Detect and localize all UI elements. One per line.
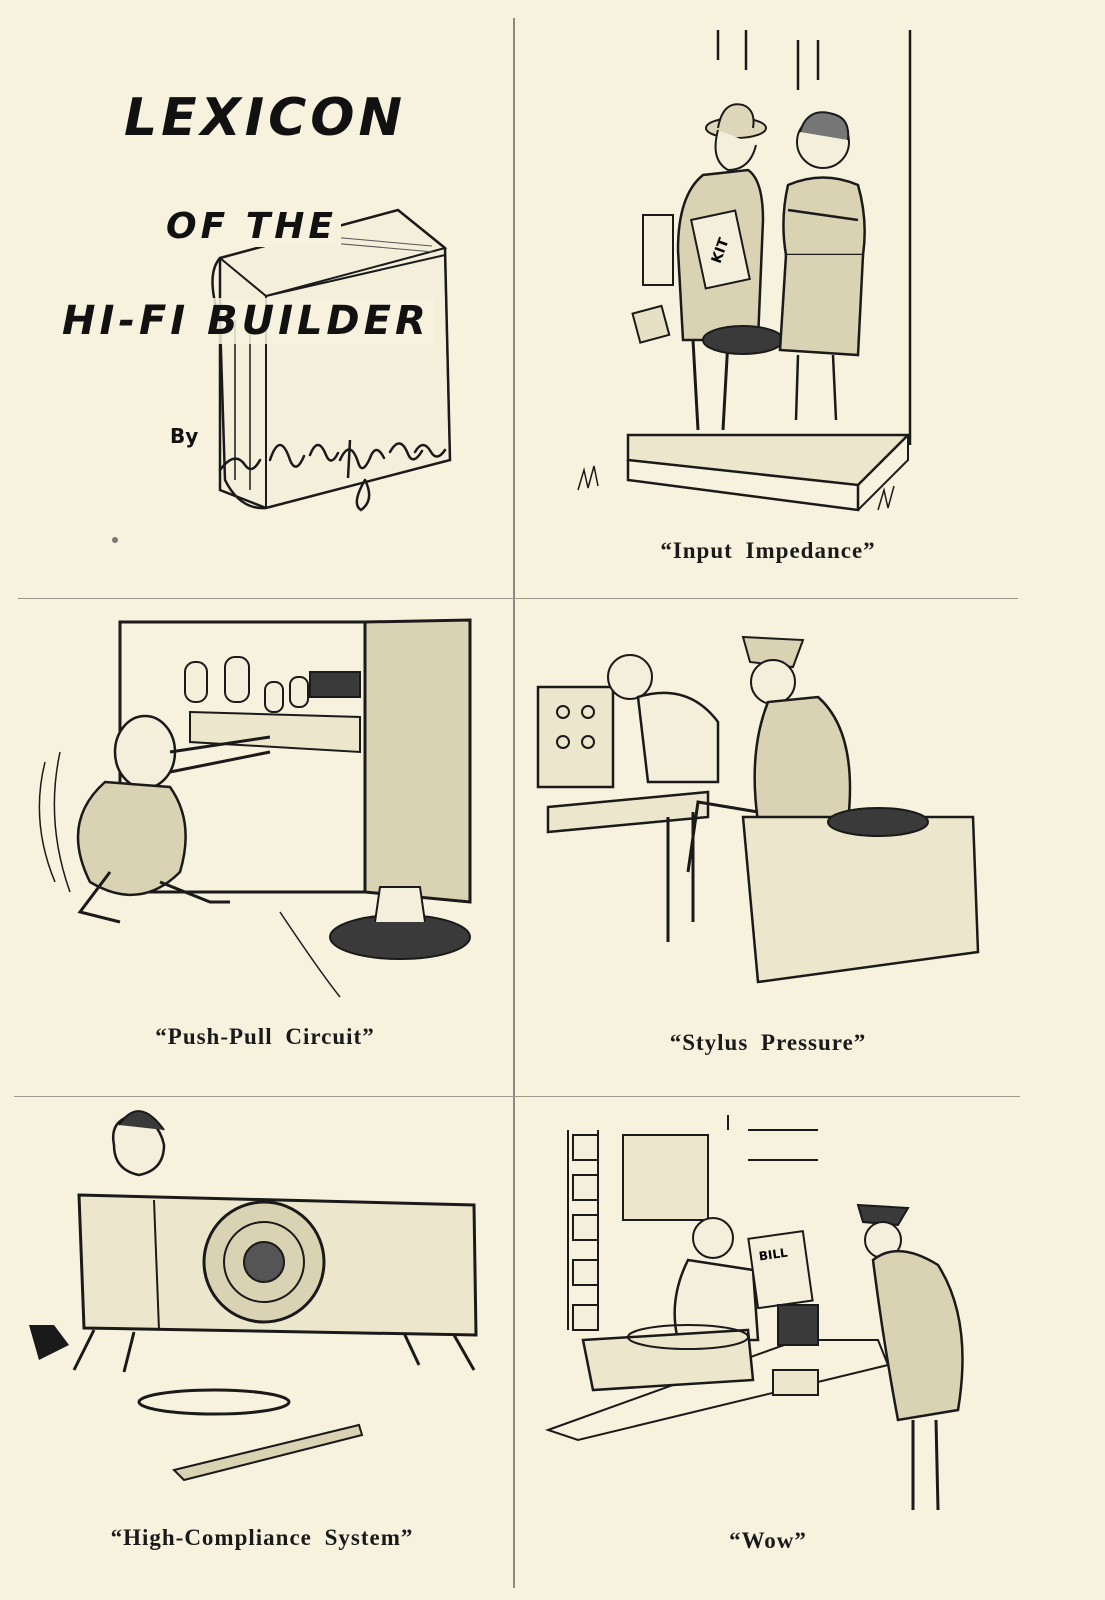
title-hifi-builder: HI-FI BUILDER [58, 298, 434, 344]
title-of-the: OF THE [162, 206, 342, 247]
cartoon-workbench-illustration [536, 635, 980, 984]
cartoon-panel-push-pull-circuit: “Push-Pull Circuit” [20, 602, 510, 1092]
caption-push-pull: “Push-Pull Circuit” [155, 1024, 375, 1049]
horizontal-divider-top [18, 598, 1018, 600]
cartoon-amplifier-illustration [38, 618, 472, 998]
caption-wow: “Wow” [729, 1528, 807, 1553]
byline-by: By [170, 424, 199, 448]
cartoon-repair-shop-illustration: BILL [544, 1115, 964, 1511]
cartoon-panel-stylus-pressure: “Stylus Pressure” [518, 602, 1018, 1092]
caption-input-impedance: “Input Impedance” [660, 538, 876, 563]
book-illustration [112, 208, 452, 543]
bill-label: BILL [758, 1246, 789, 1264]
cartoon-panel-wow: BILL “Wow” [518, 1100, 1018, 1590]
cartoon-doorstep-illustration: KIT [577, 30, 912, 512]
horizontal-divider-bottom [14, 1096, 1020, 1098]
caption-stylus-pressure: “Stylus Pressure” [669, 1030, 867, 1055]
cartoon-panel-high-compliance: “High-Compliance System” [14, 1100, 510, 1590]
title-lexicon: LEXICON [124, 88, 406, 148]
vertical-divider [513, 18, 515, 1588]
title-panel: LEXICON OF THE HI-FI BUILDER By rodrigue… [20, 20, 510, 595]
caption-high-compliance: “High-Compliance System” [110, 1525, 414, 1550]
cartoon-panel-input-impedance: KIT “Input Impedance” [518, 20, 1018, 595]
cartoon-speaker-cabinet-illustration [29, 1110, 478, 1482]
